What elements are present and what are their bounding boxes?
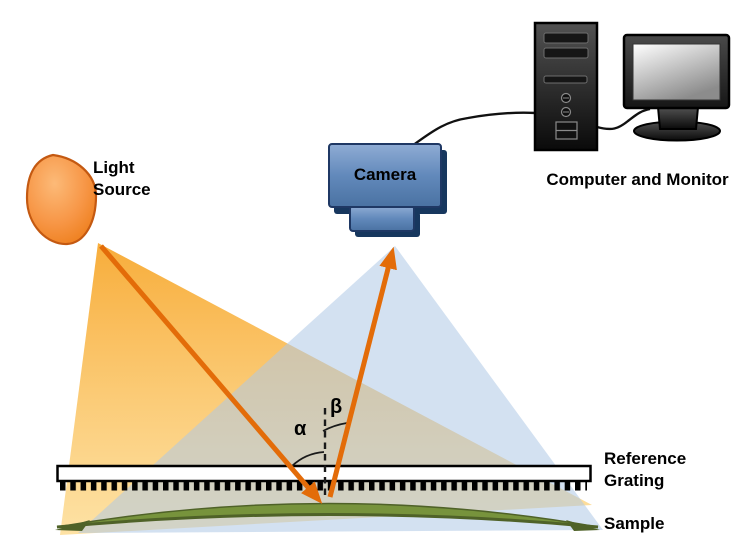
alpha-angle-arc [291,451,325,467]
sample-label: Sample [604,514,665,533]
monitor-stand [656,106,700,130]
camera-body [328,143,442,208]
tower-drive-bay-2 [543,47,589,59]
light-source-label: Light Source [93,158,151,199]
computer-monitor-cable [596,107,651,131]
viewing-beam-cone [78,246,603,533]
reflected-ray-arrow [327,246,397,498]
monitor-screen [632,43,721,101]
camera-computer-cable [407,111,537,150]
computer-monitor-label: Computer and Monitor [546,170,729,189]
beta-angle-label: β [330,396,343,418]
camera-lens [349,205,415,232]
tower-drive-bay-3 [543,75,588,84]
light-source-shape [25,153,98,246]
camera-label: Camera [353,165,417,184]
tower-drive-bay-1 [543,32,589,44]
incident-ray-arrow [99,244,323,504]
reference-grating-label: Reference Grating [604,449,687,490]
grating-teeth [60,481,587,491]
alpha-angle-label: α [294,418,307,440]
sample-shadow-edge [56,513,599,529]
